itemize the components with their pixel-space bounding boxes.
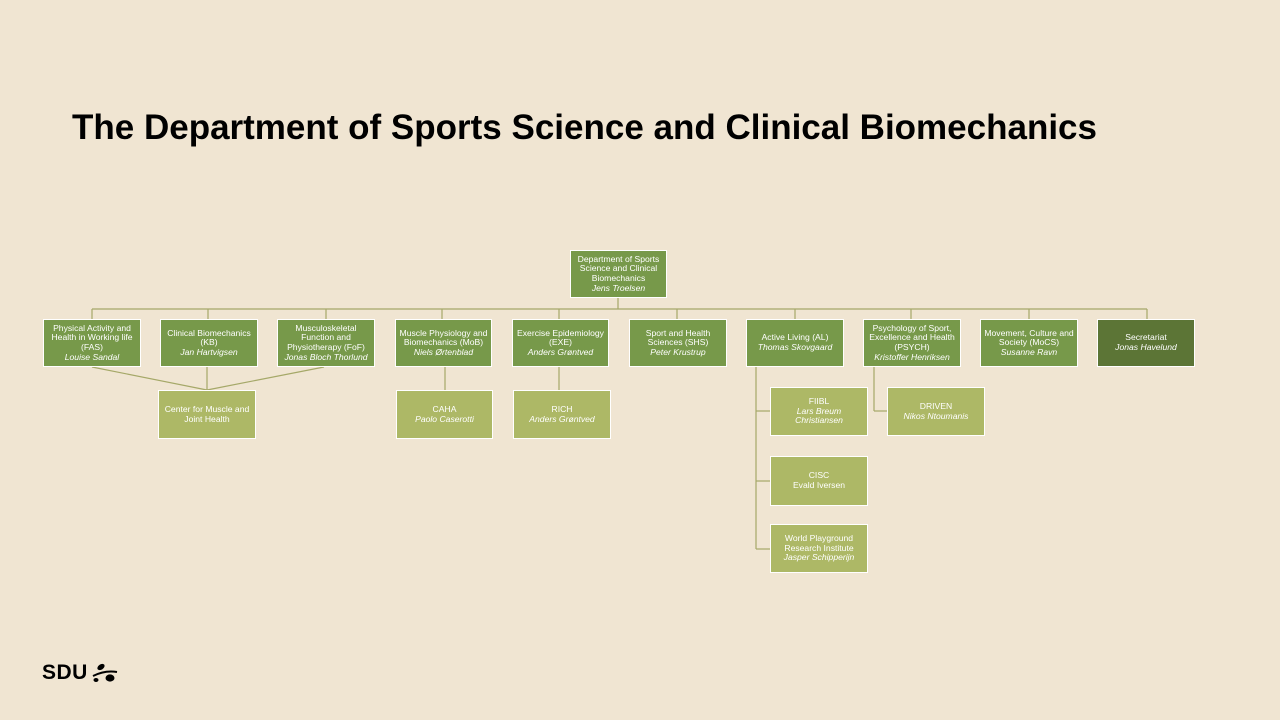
unit-name: RICH <box>551 403 573 414</box>
unit-name: Exercise Epidemiology (EXE) <box>517 327 604 348</box>
org-root-department[interactable]: Department of Sports Science and Clinica… <box>570 250 667 298</box>
unit-name: CAHA <box>432 403 457 414</box>
unit-name: Psychology of Sport, Excellence and Heal… <box>869 322 955 352</box>
unit-name: Sport and Health Sciences (SHS) <box>645 327 711 348</box>
unit-head: Kristoffer Henriksen <box>874 351 950 362</box>
unit-head: Jens Troelsen <box>591 282 646 293</box>
unit-name: Muscle Physiology and Biomechanics (MoB) <box>399 327 488 348</box>
org-unit-fas[interactable]: Physical Activity and Health in Working … <box>43 319 141 367</box>
org-subunit-center-muscle-joint[interactable]: Center for Muscle and Joint Health <box>158 390 256 439</box>
unit-name: Department of Sports Science and Clinica… <box>577 253 660 283</box>
unit-name: Secretariat <box>1125 332 1167 343</box>
unit-name: Clinical Biomechanics (KB) <box>167 327 251 348</box>
org-unit-mocs[interactable]: Movement, Culture and Society (MoCS) Sus… <box>980 319 1078 367</box>
olive-branch-icon <box>92 663 118 682</box>
unit-name: Movement, Culture and Society (MoCS) <box>984 327 1074 348</box>
unit-name: Physical Activity and Health in Working … <box>51 322 133 352</box>
unit-head: Nikos Ntoumanis <box>903 410 969 421</box>
org-subunit-rich[interactable]: RICH Anders Grøntved <box>513 390 611 439</box>
org-subunit-caha[interactable]: CAHA Paolo Caserotti <box>396 390 493 439</box>
unit-name: CISC <box>808 470 830 481</box>
unit-head: Peter Krustrup <box>650 346 706 357</box>
unit-head: Jonas Bloch Thorlund <box>284 351 368 362</box>
unit-name: Musculoskeletal Function and Physiothera… <box>287 322 365 352</box>
org-subunit-world-playground[interactable]: World Playground Research Institute Jasp… <box>770 524 868 573</box>
unit-head: Jan Hartvigsen <box>180 346 238 357</box>
unit-head: Anders Grøntved <box>529 413 595 424</box>
org-unit-kb[interactable]: Clinical Biomechanics (KB) Jan Hartvigse… <box>160 319 258 367</box>
org-unit-mob[interactable]: Muscle Physiology and Biomechanics (MoB)… <box>395 319 492 367</box>
unit-head: Evald Iversen <box>792 480 846 490</box>
unit-head: Thomas Skovgaard <box>757 342 833 352</box>
org-subunit-cisc[interactable]: CISC Evald Iversen <box>770 456 868 506</box>
sdu-logo: SDU <box>42 658 119 688</box>
unit-head: Anders Grøntved <box>527 346 594 357</box>
unit-head: Louise Sandal <box>64 351 120 362</box>
org-unit-fof[interactable]: Musculoskeletal Function and Physiothera… <box>277 319 375 367</box>
connector <box>206 366 325 391</box>
connector <box>91 366 208 391</box>
org-unit-shs[interactable]: Sport and Health Sciences (SHS) Peter Kr… <box>629 319 727 367</box>
org-subunit-driven[interactable]: DRIVEN Nikos Ntoumanis <box>887 387 985 436</box>
org-unit-secretariat[interactable]: Secretariat Jonas Havelund <box>1097 319 1195 367</box>
unit-name: Active Living (AL) <box>761 332 829 343</box>
logo-text: SDU <box>42 661 88 684</box>
org-unit-exe[interactable]: Exercise Epidemiology (EXE) Anders Grønt… <box>512 319 609 367</box>
unit-head: Jasper Schipperijn <box>783 552 855 563</box>
unit-name: FIIBL <box>808 396 830 407</box>
org-unit-al[interactable]: Active Living (AL) Thomas Skovgaard <box>746 319 844 367</box>
unit-name: Center for Muscle and Joint Health <box>164 403 250 424</box>
org-subunit-fiibl[interactable]: FIIBL Lars Breum Christiansen <box>770 387 868 436</box>
unit-head: Susanne Ravn <box>1000 346 1058 357</box>
unit-name: DRIVEN <box>919 400 953 411</box>
unit-name: World Playground Research Institute <box>784 533 854 553</box>
page-title: The Department of Sports Science and Cli… <box>72 108 1097 147</box>
unit-head: Lars Breum Christiansen <box>795 405 843 426</box>
org-unit-psych[interactable]: Psychology of Sport, Excellence and Heal… <box>863 319 961 367</box>
unit-head: Jonas Havelund <box>1115 342 1177 352</box>
unit-head: Niels Ørtenblad <box>413 346 474 357</box>
unit-head: Paolo Caserotti <box>415 413 474 424</box>
